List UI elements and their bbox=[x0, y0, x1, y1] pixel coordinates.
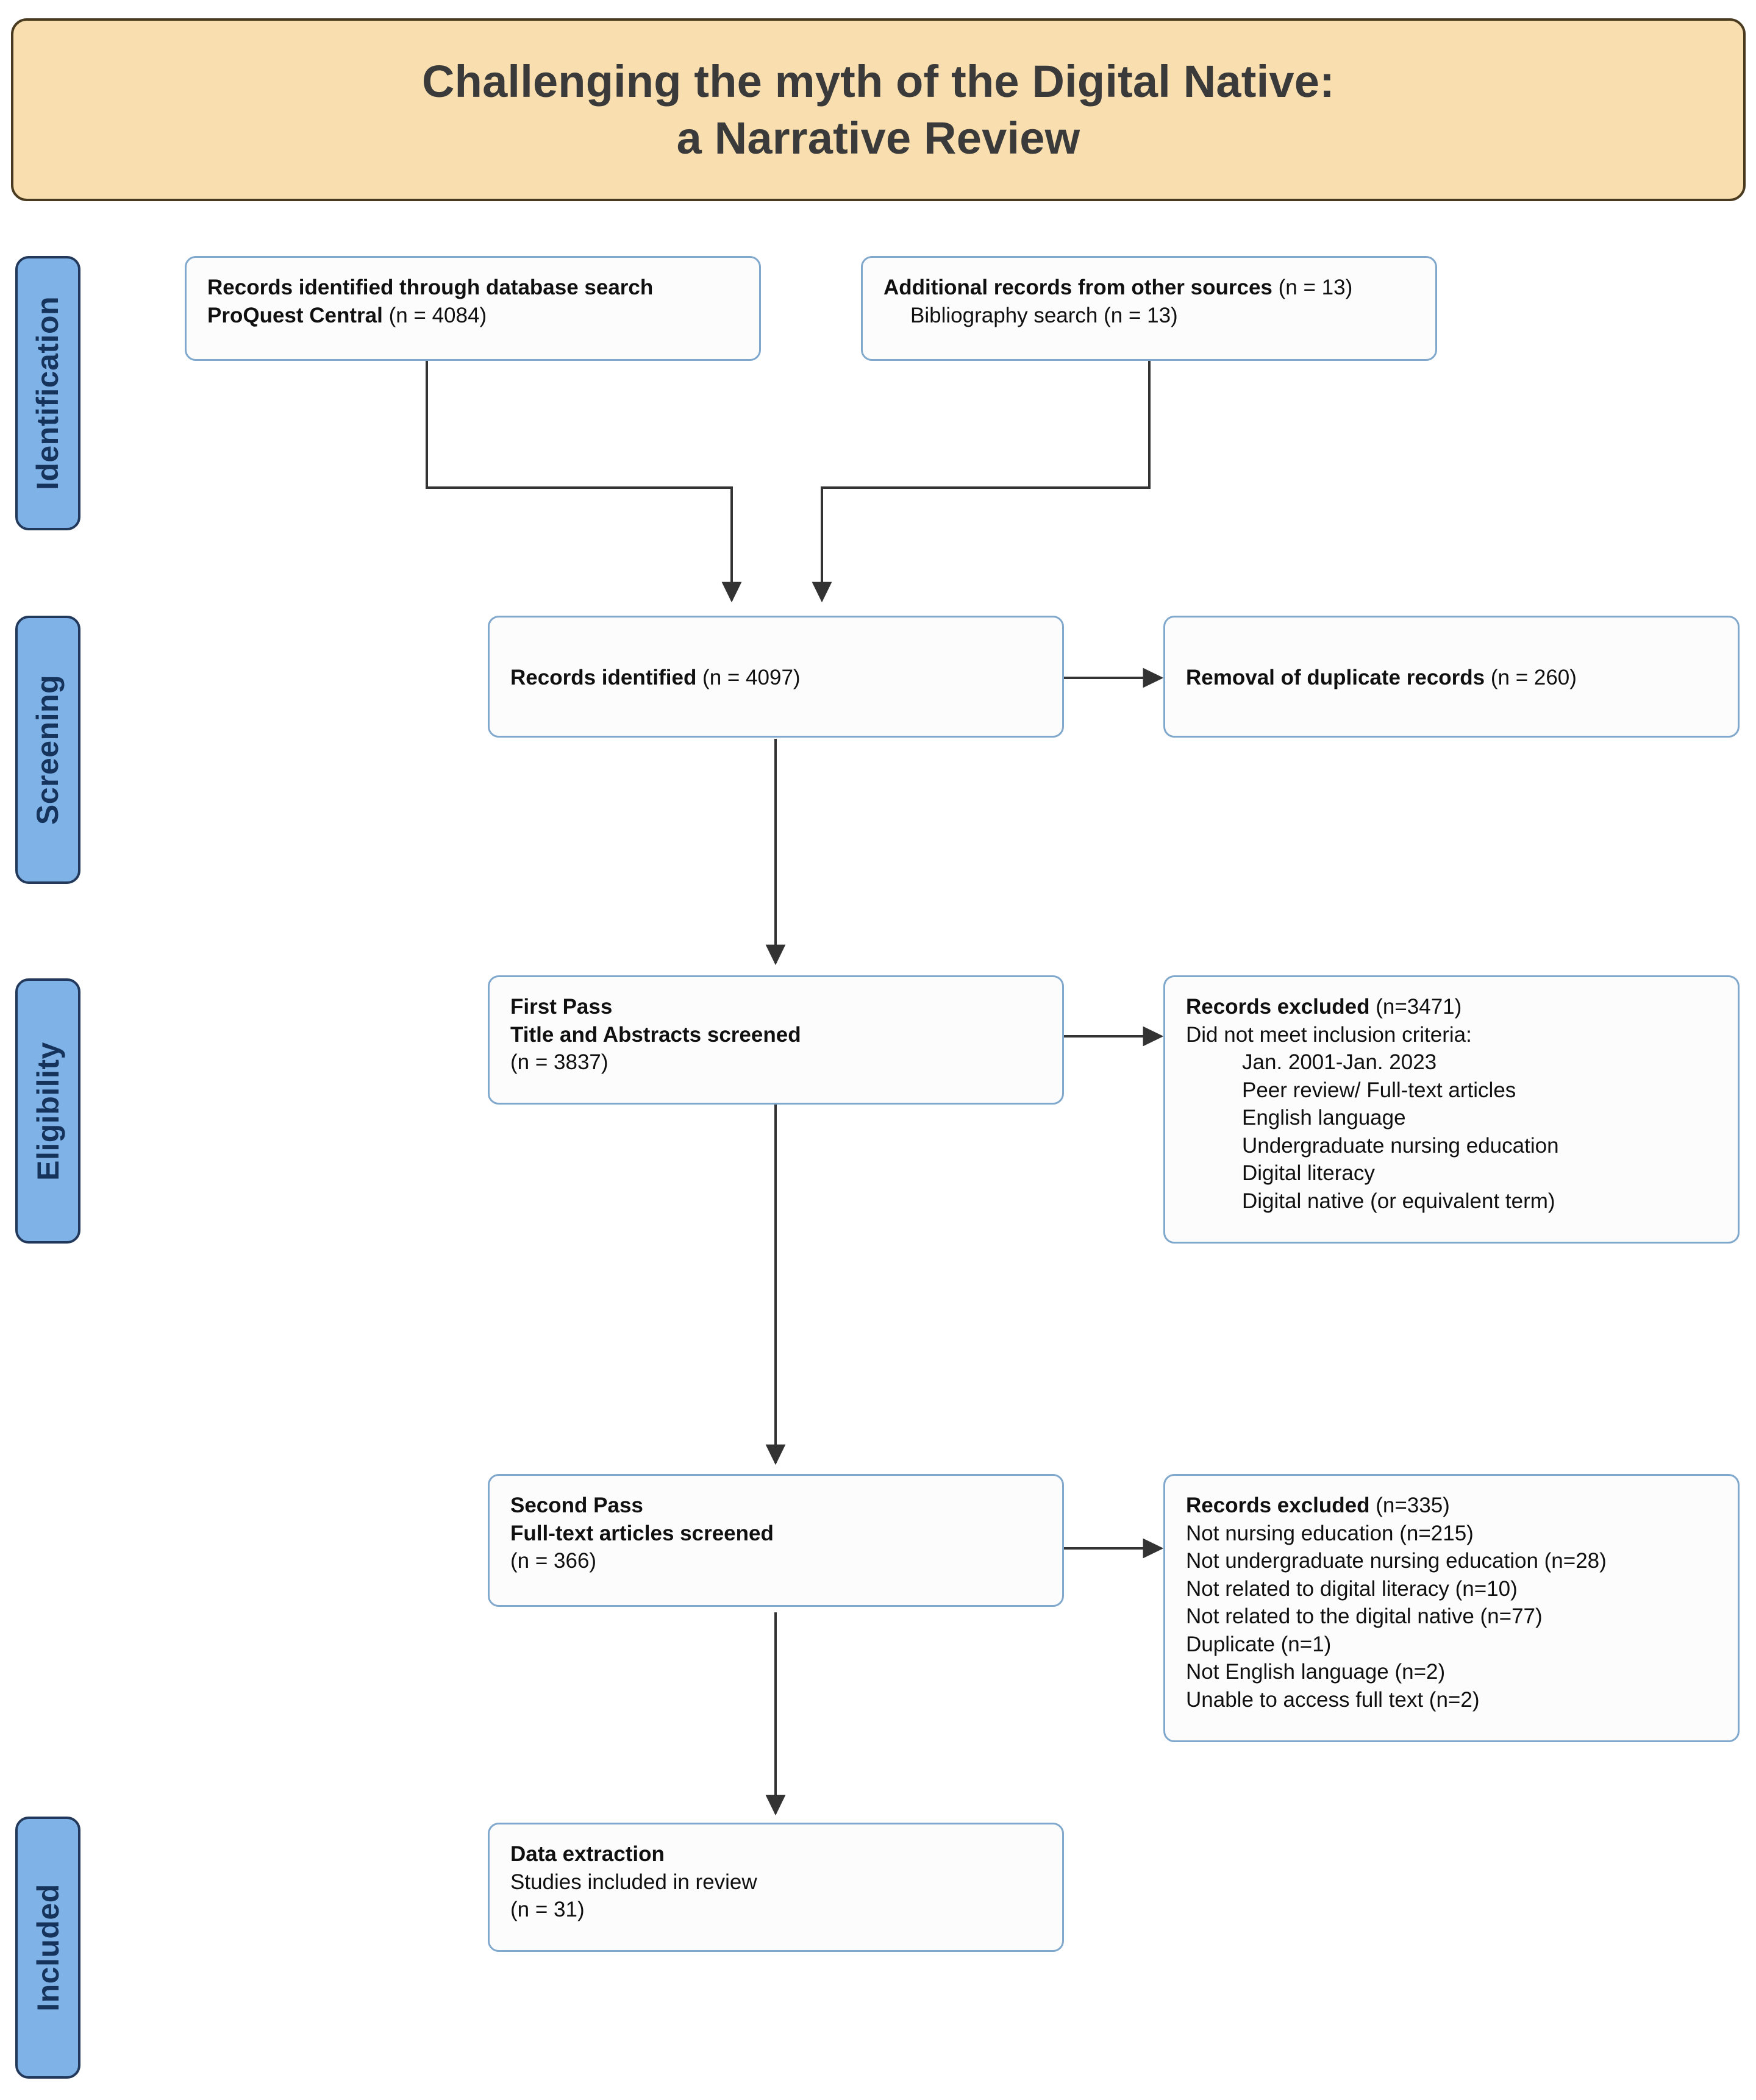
connector-other-to-identified bbox=[812, 361, 1151, 603]
title-line-2: a Narrative Review bbox=[676, 113, 1080, 163]
title-line-1: Challenging the myth of the Digital Nati… bbox=[422, 55, 1335, 107]
exclusion-reason: Not related to the digital native (n=77) bbox=[1186, 1604, 1543, 1628]
stage-label-screening: Screening bbox=[15, 616, 80, 884]
exclusion-reason: Not English language (n=2) bbox=[1186, 1660, 1446, 1684]
records-identified-label: Records identified bbox=[510, 666, 697, 690]
node-database-search: Records identified through database sear… bbox=[185, 256, 761, 361]
connector-db-to-identified bbox=[426, 361, 742, 603]
duplicates-removed-count: (n = 260) bbox=[1485, 666, 1577, 690]
node-data-extraction: Data extraction Studies included in revi… bbox=[488, 1823, 1064, 1952]
duplicates-removed-label: Removal of duplicate records bbox=[1186, 666, 1485, 690]
exclusion-reason: Duplicate (n=1) bbox=[1186, 1632, 1332, 1656]
node-second-pass: Second Pass Full-text articles screened … bbox=[488, 1474, 1064, 1607]
excluded-second-count: (n=335) bbox=[1369, 1493, 1450, 1517]
db-search-source: ProQuest Central bbox=[207, 303, 383, 327]
exclusion-criterion: Undergraduate nursing education bbox=[1242, 1133, 1559, 1158]
exclusion-criterion: Jan. 2001-Jan. 2023 bbox=[1242, 1050, 1437, 1074]
exclusion-reason: Not nursing education (n=215) bbox=[1186, 1521, 1474, 1545]
stage-label-identification: Identification bbox=[15, 256, 80, 530]
first-pass-title: First Pass bbox=[510, 995, 613, 1019]
exclusion-criterion: Digital literacy bbox=[1242, 1161, 1375, 1185]
other-sources-bibliography: Bibliography search (n = 13) bbox=[910, 303, 1178, 327]
stage-label-included-text: Included bbox=[30, 1884, 65, 2012]
page-title-banner: Challenging the myth of the Digital Nati… bbox=[11, 18, 1746, 201]
db-search-count: (n = 4084) bbox=[382, 303, 487, 327]
node-excluded-second-pass: Records excluded (n=335) Not nursing edu… bbox=[1163, 1474, 1740, 1742]
exclusion-criterion: Digital native (or equivalent term) bbox=[1242, 1189, 1555, 1213]
stage-label-eligibility: Eligibility bbox=[15, 978, 80, 1244]
excluded-first-label: Records excluded bbox=[1186, 995, 1370, 1019]
node-excluded-first-pass: Records excluded (n=3471) Did not meet i… bbox=[1163, 975, 1740, 1244]
exclusion-criterion: English language bbox=[1242, 1106, 1406, 1130]
first-pass-subtitle: Title and Abstracts screened bbox=[510, 1022, 801, 1047]
node-other-sources: Additional records from other sources (n… bbox=[861, 256, 1437, 361]
other-sources-count: (n = 13) bbox=[1272, 276, 1353, 299]
data-extraction-subtitle: Studies included in review bbox=[510, 1870, 757, 1894]
first-pass-count: (n = 3837) bbox=[510, 1050, 609, 1074]
excluded-first-criteria-heading: Did not meet inclusion criteria: bbox=[1186, 1022, 1472, 1047]
node-records-identified: Records identified (n = 4097) bbox=[488, 616, 1064, 738]
excluded-second-label: Records excluded bbox=[1186, 1493, 1370, 1517]
node-first-pass: First Pass Title and Abstracts screened … bbox=[488, 975, 1064, 1105]
exclusion-reason: Not undergraduate nursing education (n=2… bbox=[1186, 1549, 1607, 1573]
second-pass-title: Second Pass bbox=[510, 1493, 643, 1517]
exclusion-criterion: Peer review/ Full-text articles bbox=[1242, 1078, 1516, 1102]
db-search-line1: Records identified through database sear… bbox=[207, 276, 654, 299]
exclusion-reason: Unable to access full text (n=2) bbox=[1186, 1687, 1480, 1712]
other-sources-line1: Additional records from other sources bbox=[883, 276, 1272, 299]
records-identified-count: (n = 4097) bbox=[696, 666, 801, 690]
excluded-first-count: (n=3471) bbox=[1369, 995, 1462, 1019]
stage-label-included: Included bbox=[15, 1817, 80, 2079]
node-duplicates-removed: Removal of duplicate records (n = 260) bbox=[1163, 616, 1740, 738]
stage-label-eligibility-text: Eligibility bbox=[30, 1041, 65, 1181]
stage-label-screening-text: Screening bbox=[30, 674, 65, 825]
second-pass-count: (n = 366) bbox=[510, 1549, 597, 1573]
stage-label-identification-text: Identification bbox=[30, 296, 65, 491]
exclusion-reason: Not related to digital literacy (n=10) bbox=[1186, 1576, 1518, 1601]
second-pass-subtitle: Full-text articles screened bbox=[510, 1521, 774, 1545]
data-extraction-count: (n = 31) bbox=[510, 1898, 585, 1921]
data-extraction-title: Data extraction bbox=[510, 1842, 665, 1866]
